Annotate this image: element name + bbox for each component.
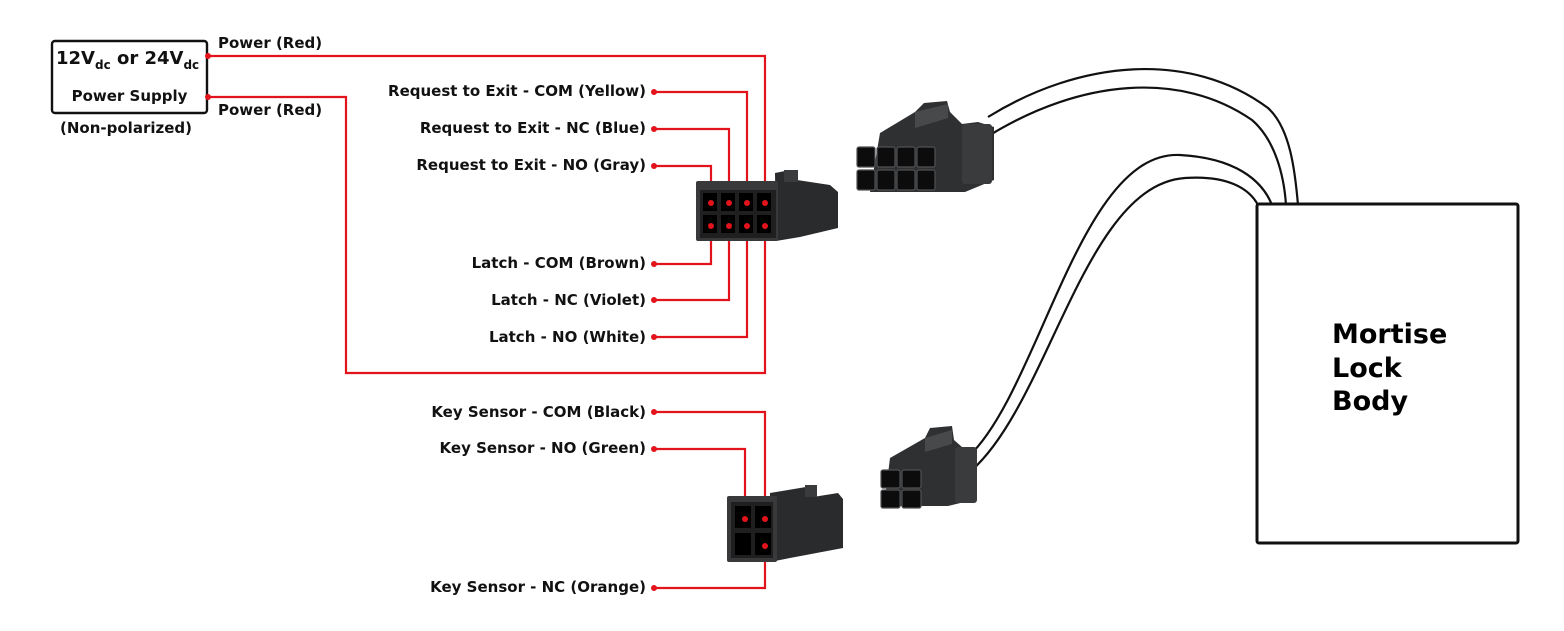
terminal-dot [742, 516, 748, 522]
label-latch-com: Latch - COM (Brown) [472, 254, 646, 272]
terminal-dot [744, 200, 750, 206]
wire-latch-nc [654, 226, 731, 302]
cable-key-1 [967, 153, 1274, 458]
terminal-dot [651, 334, 657, 340]
terminal-dot [708, 200, 714, 206]
key-connector-receptacle [727, 485, 843, 562]
terminal-dot [726, 200, 732, 206]
lock-body-label-3: Body [1332, 386, 1408, 417]
main-connector-plug [856, 101, 994, 192]
terminal-dot [651, 163, 657, 169]
power-label-bottom: Power (Red) [218, 101, 322, 119]
terminal-dot [762, 516, 768, 522]
terminal-dot [726, 223, 732, 229]
main-connector-receptacle [696, 170, 838, 241]
wire-key-com [654, 410, 767, 519]
label-key-no: Key Sensor - NO (Green) [440, 439, 646, 457]
cable-main-2 [989, 86, 1288, 206]
wire-latch-no [654, 226, 749, 339]
wire-terminal-dots [205, 53, 768, 591]
cable-main-1 [987, 68, 1300, 206]
key-connector-plug [880, 426, 977, 509]
terminal-dot [744, 223, 750, 229]
lock-body-label-2: Lock [1332, 353, 1403, 384]
terminal-dot [651, 297, 657, 303]
wire-rte-com [654, 90, 749, 203]
wire-power-bottom [208, 95, 767, 375]
label-rte-nc: Request to Exit - NC (Blue) [420, 119, 646, 137]
label-key-nc: Key Sensor - NC (Orange) [430, 578, 646, 596]
terminal-dot [762, 223, 768, 229]
label-rte-no: Request to Exit - NO (Gray) [416, 156, 646, 174]
lock-cables [967, 68, 1300, 471]
lock-body-label-1: Mortise [1332, 319, 1447, 350]
terminal-dot [708, 223, 714, 229]
power-supply-voltage: 12Vdc or 24Vdc [56, 48, 199, 72]
wire-rte-nc [654, 127, 731, 203]
label-latch-no: Latch - NO (White) [489, 328, 646, 346]
power-label-top: Power (Red) [218, 34, 322, 52]
label-latch-nc: Latch - NC (Violet) [491, 291, 646, 309]
label-key-com: Key Sensor - COM (Black) [431, 403, 646, 421]
terminal-dot [762, 543, 768, 549]
terminal-dot [651, 585, 657, 591]
power-supply-label: Power Supply [72, 87, 188, 105]
terminal-dot [205, 53, 211, 59]
terminal-dot [651, 89, 657, 95]
terminal-dot [651, 261, 657, 267]
mortise-lock-body: Mortise Lock Body [1255, 202, 1520, 545]
terminal-dot [205, 94, 211, 100]
terminal-dot [651, 126, 657, 132]
terminal-dot [651, 409, 657, 415]
wire-power-top [208, 54, 767, 203]
terminal-dot [651, 446, 657, 452]
wire-key-no [654, 447, 747, 519]
terminal-dot [762, 200, 768, 206]
cable-key-2 [971, 176, 1259, 471]
power-supply: 12Vdc or 24Vdc Power Supply (Non-polariz… [50, 39, 209, 137]
label-rte-com: Request to Exit - COM (Yellow) [388, 82, 646, 100]
power-supply-note: (Non-polarized) [60, 119, 192, 137]
